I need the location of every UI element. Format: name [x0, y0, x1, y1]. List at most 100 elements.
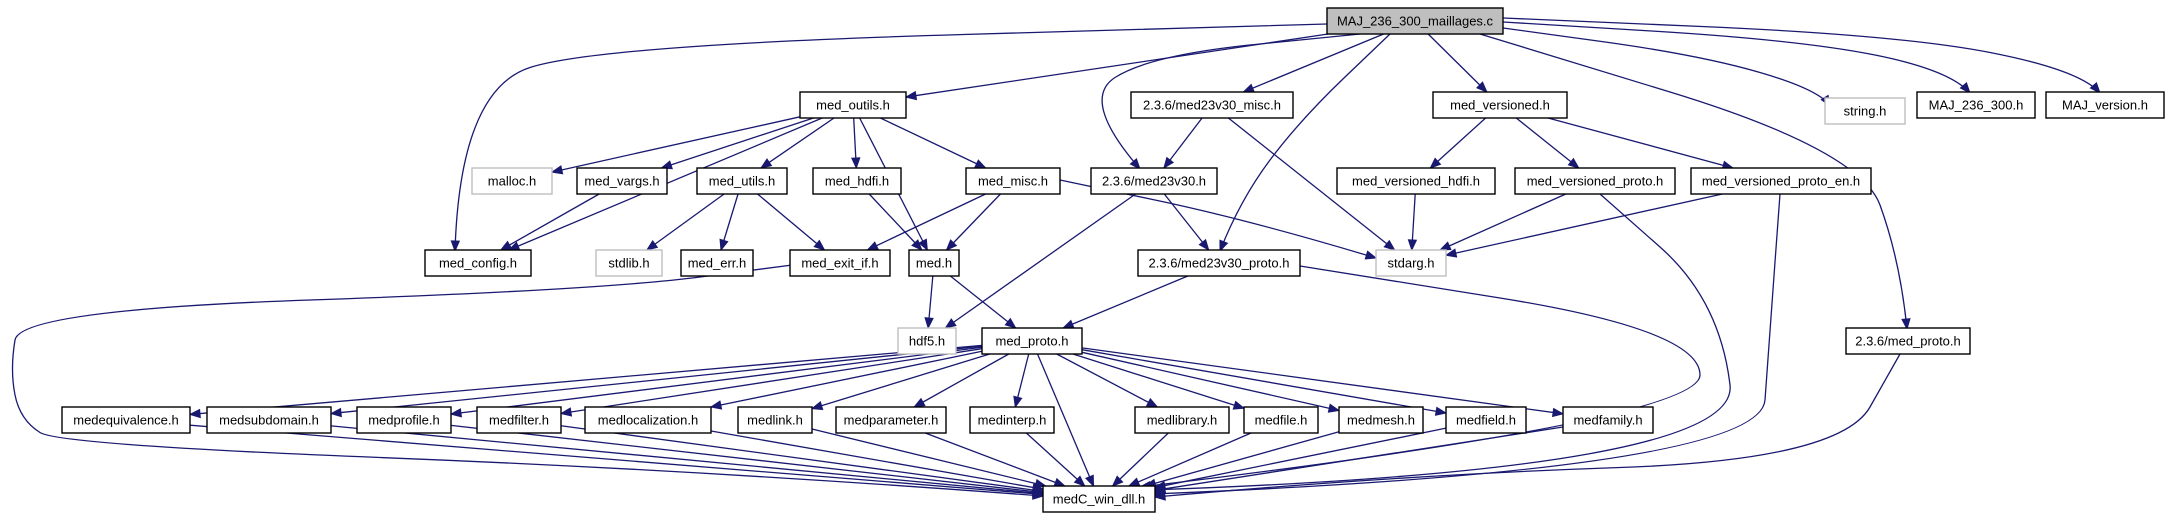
node-med-versioned[interactable]: med_versioned.h — [1432, 91, 1568, 119]
node-medmesh[interactable]: medmesh.h — [1338, 406, 1424, 434]
node-medfield[interactable]: medfield.h — [1445, 406, 1527, 434]
edge-medfamily-to-medc_win_dll — [1153, 426, 1564, 494]
edge-med_versioned_proto_en-to-stdarg — [1444, 193, 1723, 258]
node-root[interactable]: MAJ_236_300_maillages.c — [1326, 7, 1504, 35]
node-label: stdlib.h — [608, 256, 649, 271]
edge-arrowhead — [1153, 484, 1167, 494]
edge-line — [1072, 353, 1245, 409]
edge-arrowhead — [188, 408, 201, 419]
node-med-versioned-hdfi[interactable]: med_versioned_hdfi.h — [1336, 167, 1496, 195]
edge-line — [450, 424, 1044, 494]
node-box — [61, 406, 191, 434]
node-label: med.h — [916, 256, 952, 271]
node-med-h[interactable]: med.h — [908, 249, 960, 277]
edge-line — [1445, 193, 1723, 256]
edge-med_proto-to-medfile — [1072, 353, 1246, 410]
node-medsubdomain[interactable]: medsubdomain.h — [206, 406, 332, 434]
edge-med_proto-to-medmesh — [1081, 351, 1341, 413]
node-label: medlink.h — [747, 413, 803, 428]
edge-line — [710, 350, 983, 408]
edge-arrowhead — [559, 407, 573, 417]
node-box — [812, 167, 902, 195]
node-box — [2045, 91, 2165, 119]
node-med-utils[interactable]: med_utils.h — [696, 167, 788, 195]
edge-arrowhead — [1219, 239, 1229, 253]
edge-med_hdfi-to-med_h — [868, 193, 923, 251]
edge-arrowhead — [1567, 157, 1580, 169]
edge-med_proto-to-medlink — [810, 353, 990, 411]
node-medparameter[interactable]: medparameter.h — [835, 406, 947, 434]
node-medc-win-dll[interactable]: medC_win_dll.h — [1042, 485, 1156, 513]
nodes-layer: MAJ_236_300_maillages.c med_outils.h 2.3.6… — [61, 7, 2165, 513]
node-label: MAJ_236_300_maillages.c — [1337, 14, 1494, 29]
edge-arrowhead — [813, 239, 826, 251]
node-medinterp[interactable]: medinterp.h — [969, 406, 1055, 434]
node-med23v30[interactable]: 2.3.6/med23v30.h — [1090, 167, 1218, 195]
node-box — [789, 249, 891, 277]
edge-med23v30-to-med23v30_proto — [1163, 193, 1210, 252]
node-med-outils[interactable]: med_outils.h — [799, 91, 907, 119]
node-box — [1916, 91, 2036, 119]
node-med-misc[interactable]: med_misc.h — [965, 167, 1061, 195]
node-med-versioned-proto-en[interactable]: med_versioned_proto_en.h — [1690, 167, 1872, 195]
node-med-vargs[interactable]: med_vargs.h — [576, 167, 668, 195]
node-medfilter[interactable]: medfilter.h — [476, 406, 562, 434]
edge-line — [811, 353, 990, 410]
node-label: medsubdomain.h — [219, 413, 319, 428]
node-medlink[interactable]: medlink.h — [737, 406, 813, 434]
edge-med_h-to-med_proto — [949, 275, 1017, 329]
node-maj236300[interactable]: MAJ_236_300.h — [1916, 91, 2036, 119]
node-medprofile[interactable]: medprofile.h — [356, 406, 452, 434]
edge-medfilter-to-medc_win_dll — [560, 425, 1045, 495]
node-box — [897, 327, 957, 355]
edge-line — [661, 117, 814, 169]
edge-med_versioned_proto-to-stdarg — [1438, 193, 1567, 251]
edge-line — [1502, 21, 1971, 94]
edge-med_versioned-to-med_versioned_proto — [1515, 117, 1580, 169]
edge-line — [330, 345, 983, 415]
node-box — [1690, 167, 1872, 195]
edge-med_misc-to-med_exit_if — [866, 193, 986, 251]
node-med23v30-proto[interactable]: 2.3.6/med23v30_proto.h — [1137, 249, 1301, 277]
edge-line — [500, 193, 600, 251]
edge-line — [1154, 353, 1901, 498]
edge-med23v30-to-hdf5 — [944, 193, 1136, 329]
edge-arrowhead — [550, 165, 564, 175]
edge-arrowhead — [944, 318, 957, 329]
node-medfamily[interactable]: medfamily.h — [1562, 406, 1654, 434]
node-label: 2.3.6/med23v30.h — [1102, 174, 1206, 189]
node-med-versioned-proto[interactable]: med_versioned_proto.h — [1514, 167, 1676, 195]
node-med23v30-misc[interactable]: 2.3.6/med23v30_misc.h — [1130, 91, 1294, 119]
edge-line — [867, 193, 986, 251]
edge-med_misc-to-med_h — [945, 193, 1001, 251]
edge-arrowhead — [1127, 477, 1141, 487]
edge-line — [1479, 33, 1908, 330]
node-med-exit-if[interactable]: med_exit_if.h — [789, 249, 891, 277]
edge-root-to-med_proto_236 — [1479, 33, 1911, 331]
edge-arrowhead — [709, 400, 723, 410]
edge-arrowhead — [450, 240, 461, 253]
edge-arrowhead — [1383, 239, 1396, 251]
edge-arrowhead — [1061, 319, 1075, 329]
edge-arrowhead — [1073, 475, 1086, 487]
node-maj-version[interactable]: MAJ_version.h — [2045, 91, 2165, 119]
node-label: medinterp.h — [978, 413, 1047, 428]
node-med-config[interactable]: med_config.h — [424, 249, 532, 277]
node-medfile[interactable]: medfile.h — [1243, 406, 1319, 434]
node-medlocalization[interactable]: medlocalization.h — [584, 406, 712, 434]
node-med-proto-236[interactable]: 2.3.6/med_proto.h — [1845, 327, 1971, 355]
node-med-hdfi[interactable]: med_hdfi.h — [812, 167, 902, 195]
edge-line — [1025, 432, 1086, 487]
edge-arrowhead — [1327, 403, 1341, 413]
node-medequivalence[interactable]: medequivalence.h — [61, 406, 191, 434]
node-med-err[interactable]: med_err.h — [680, 249, 754, 277]
node-medlibrary[interactable]: medlibrary.h — [1134, 406, 1230, 434]
node-box — [1824, 97, 1906, 125]
edge-arrowhead — [1198, 238, 1210, 252]
node-box — [1134, 406, 1230, 434]
node-box — [1336, 167, 1496, 195]
edge-med_proto_236-to-medc_win_dll — [1153, 353, 1901, 501]
node-med-proto[interactable]: med_proto.h — [981, 327, 1083, 355]
edge-med23v30_proto-to-medc_win_dll — [1138, 265, 1701, 491]
edge-line — [1128, 432, 1252, 487]
